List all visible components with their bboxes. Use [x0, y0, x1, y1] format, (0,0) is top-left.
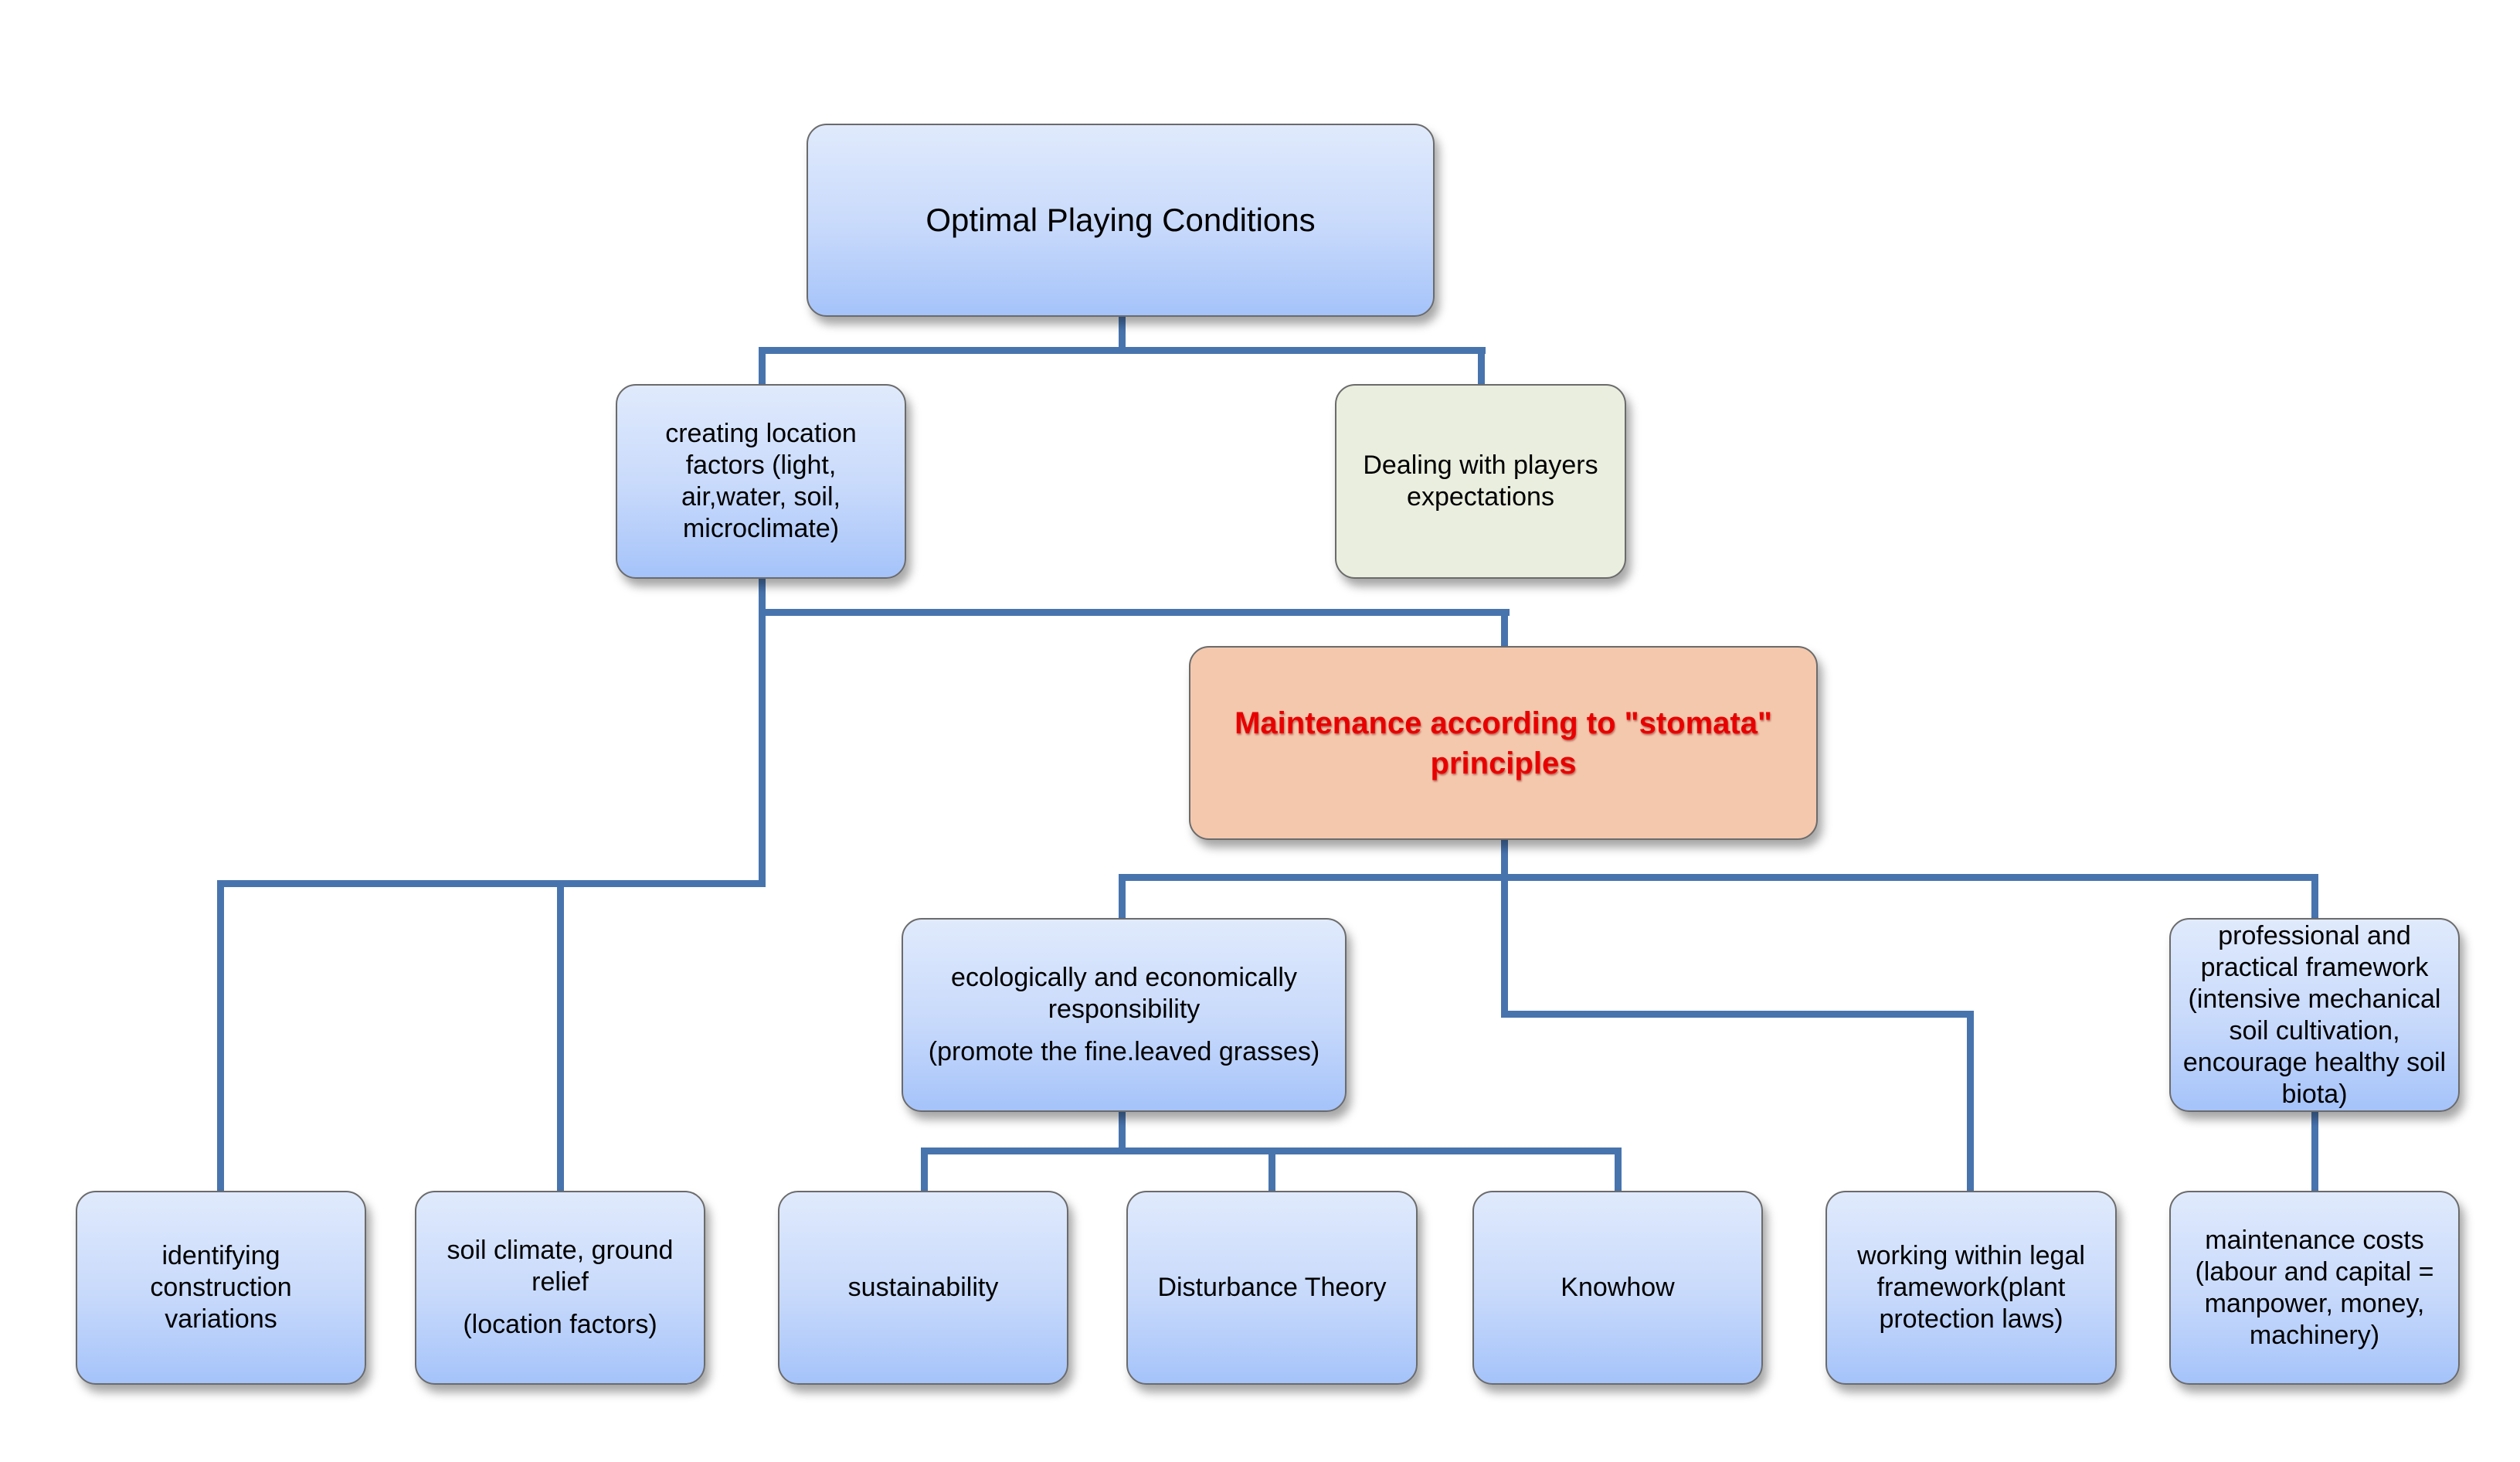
- node-label: Maintenance according to "stomata" princ…: [1235, 706, 1772, 780]
- node-professional-practical-framework[interactable]: professional and practical framework (in…: [2169, 918, 2460, 1112]
- node-label: identifying construction variations: [150, 1241, 292, 1334]
- node-identifying-construction-variations[interactable]: identifying construction variations: [76, 1191, 366, 1385]
- connector: [1501, 839, 1508, 1018]
- node-disturbance-theory[interactable]: Disturbance Theory: [1126, 1191, 1418, 1385]
- connector: [2311, 874, 2318, 919]
- node-label: Optimal Playing Conditions: [925, 202, 1316, 238]
- connector: [1119, 874, 2318, 881]
- node-ecological-economical-responsibility[interactable]: ecologically and economically responsibi…: [902, 918, 1347, 1112]
- node-label: maintenance costs (labour and capital = …: [2195, 1225, 2434, 1350]
- connector: [759, 347, 1486, 354]
- node-legal-framework[interactable]: working within legal framework(plant pro…: [1825, 1191, 2117, 1385]
- node-maintenance-costs[interactable]: maintenance costs (labour and capital = …: [2169, 1191, 2460, 1385]
- connector: [2311, 1111, 2318, 1192]
- node-soil-climate-ground-relief[interactable]: soil climate, ground relief (location fa…: [415, 1191, 705, 1385]
- node-label: Dealing with players expectations: [1363, 450, 1598, 512]
- node-knowhow[interactable]: Knowhow: [1472, 1191, 1763, 1385]
- connector: [921, 1148, 928, 1192]
- node-label: professional and practical framework (in…: [2182, 920, 2447, 1109]
- connector: [1119, 315, 1126, 354]
- node-creating-location-factors[interactable]: creating location factors (light, air,wa…: [616, 384, 906, 579]
- node-label: working within legal framework(plant pro…: [1857, 1241, 2085, 1334]
- connector: [759, 578, 766, 887]
- node-label: soil climate, ground relief: [447, 1236, 674, 1297]
- node-label: ecologically and economically responsibi…: [951, 963, 1297, 1024]
- node-sublabel: (location factors): [463, 1310, 657, 1339]
- connector: [1268, 1148, 1275, 1192]
- node-sublabel: (promote the fine.leaved grasses): [928, 1037, 1320, 1066]
- connector: [217, 880, 224, 1192]
- connector: [1119, 874, 1126, 919]
- node-optimal-playing-conditions[interactable]: Optimal Playing Conditions: [807, 124, 1435, 317]
- node-label: Disturbance Theory: [1157, 1273, 1387, 1302]
- node-maintenance-stomata-principles[interactable]: Maintenance according to "stomata" princ…: [1189, 646, 1818, 840]
- connector: [1501, 609, 1508, 648]
- connector: [1967, 1011, 1974, 1192]
- connector: [1501, 1011, 1973, 1018]
- node-label: Knowhow: [1561, 1273, 1675, 1302]
- connector: [217, 880, 766, 887]
- connector: [759, 347, 766, 386]
- node-label: creating location factors (light, air,wa…: [665, 419, 857, 543]
- node-dealing-with-players-expectations[interactable]: Dealing with players expectations: [1335, 384, 1626, 579]
- connector: [1615, 1148, 1622, 1192]
- connector: [1478, 347, 1485, 386]
- connector: [557, 880, 564, 1192]
- connector: [1119, 1111, 1126, 1154]
- connector: [759, 609, 1510, 616]
- node-label: sustainability: [847, 1273, 999, 1302]
- node-sustainability[interactable]: sustainability: [778, 1191, 1068, 1385]
